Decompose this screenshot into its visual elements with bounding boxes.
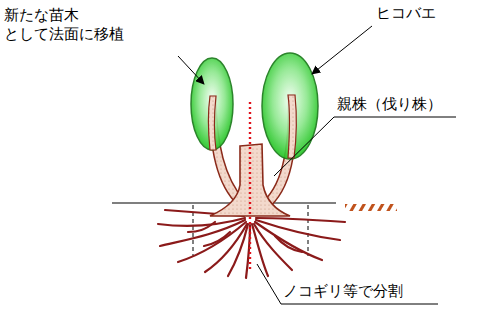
callout-label: 親株（伐り株） xyxy=(337,95,442,114)
callout-label: ヒコバエ xyxy=(376,4,436,23)
callout-label: ノコギリ等で分割 xyxy=(283,282,403,301)
ground-hatch xyxy=(345,204,397,211)
sprout-stem xyxy=(288,95,296,158)
sprout-crown xyxy=(191,58,233,150)
leader-line xyxy=(257,264,438,304)
callout-label: 新たな苗木 として法面に移植 xyxy=(4,6,154,44)
leader-line xyxy=(178,56,204,84)
cut-guide xyxy=(308,205,309,256)
sprout-stem xyxy=(209,96,217,150)
roots xyxy=(158,210,345,278)
ground-line xyxy=(112,202,336,203)
leader-line xyxy=(312,26,372,74)
cut-line xyxy=(249,102,251,272)
sprout-crown xyxy=(262,53,318,159)
parent-stump xyxy=(210,144,290,216)
leader-line xyxy=(274,117,456,176)
